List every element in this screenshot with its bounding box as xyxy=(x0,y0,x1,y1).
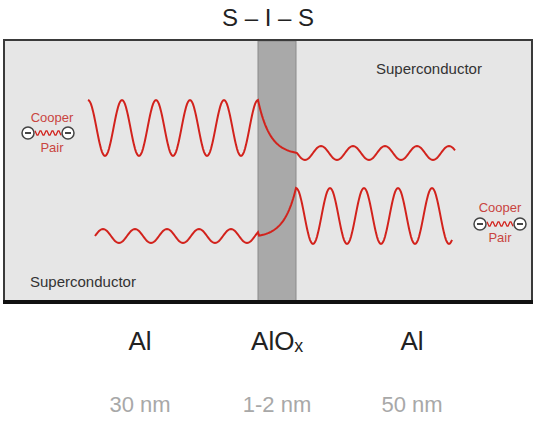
cooper-pair-label: Cooper Pair xyxy=(472,193,528,253)
cooper-pair-symbol xyxy=(22,127,74,139)
frame-base xyxy=(3,300,533,304)
wavefunctions xyxy=(88,100,455,244)
wave-curve xyxy=(88,100,455,160)
material-name: Al xyxy=(128,326,151,357)
thickness-dimension: 30 nm xyxy=(109,392,170,418)
cooper-pair-symbol xyxy=(474,218,526,230)
superconductor-region: Cooper PairSuperconductor xyxy=(4,40,258,302)
left-superconductor xyxy=(5,41,258,301)
wave-curve xyxy=(95,188,452,244)
diagram-title: S – I – S xyxy=(222,4,314,32)
material-name: AlOₓ xyxy=(251,326,303,357)
material-label: Superconductor xyxy=(376,60,482,77)
thickness-dimension: 1-2 nm xyxy=(243,392,311,418)
thickness-dimension: 50 nm xyxy=(381,392,442,418)
superconductor-region: SuperconductorCooper Pair xyxy=(296,40,532,302)
junction-frame xyxy=(4,40,532,302)
cooper-pair-symbols xyxy=(22,127,526,230)
right-superconductor xyxy=(296,41,531,301)
material-name: Al xyxy=(400,326,423,357)
cooper-pair-label: Cooper Pair xyxy=(24,103,80,163)
oxide-barrier xyxy=(258,41,296,301)
material-label: Superconductor xyxy=(30,273,136,290)
